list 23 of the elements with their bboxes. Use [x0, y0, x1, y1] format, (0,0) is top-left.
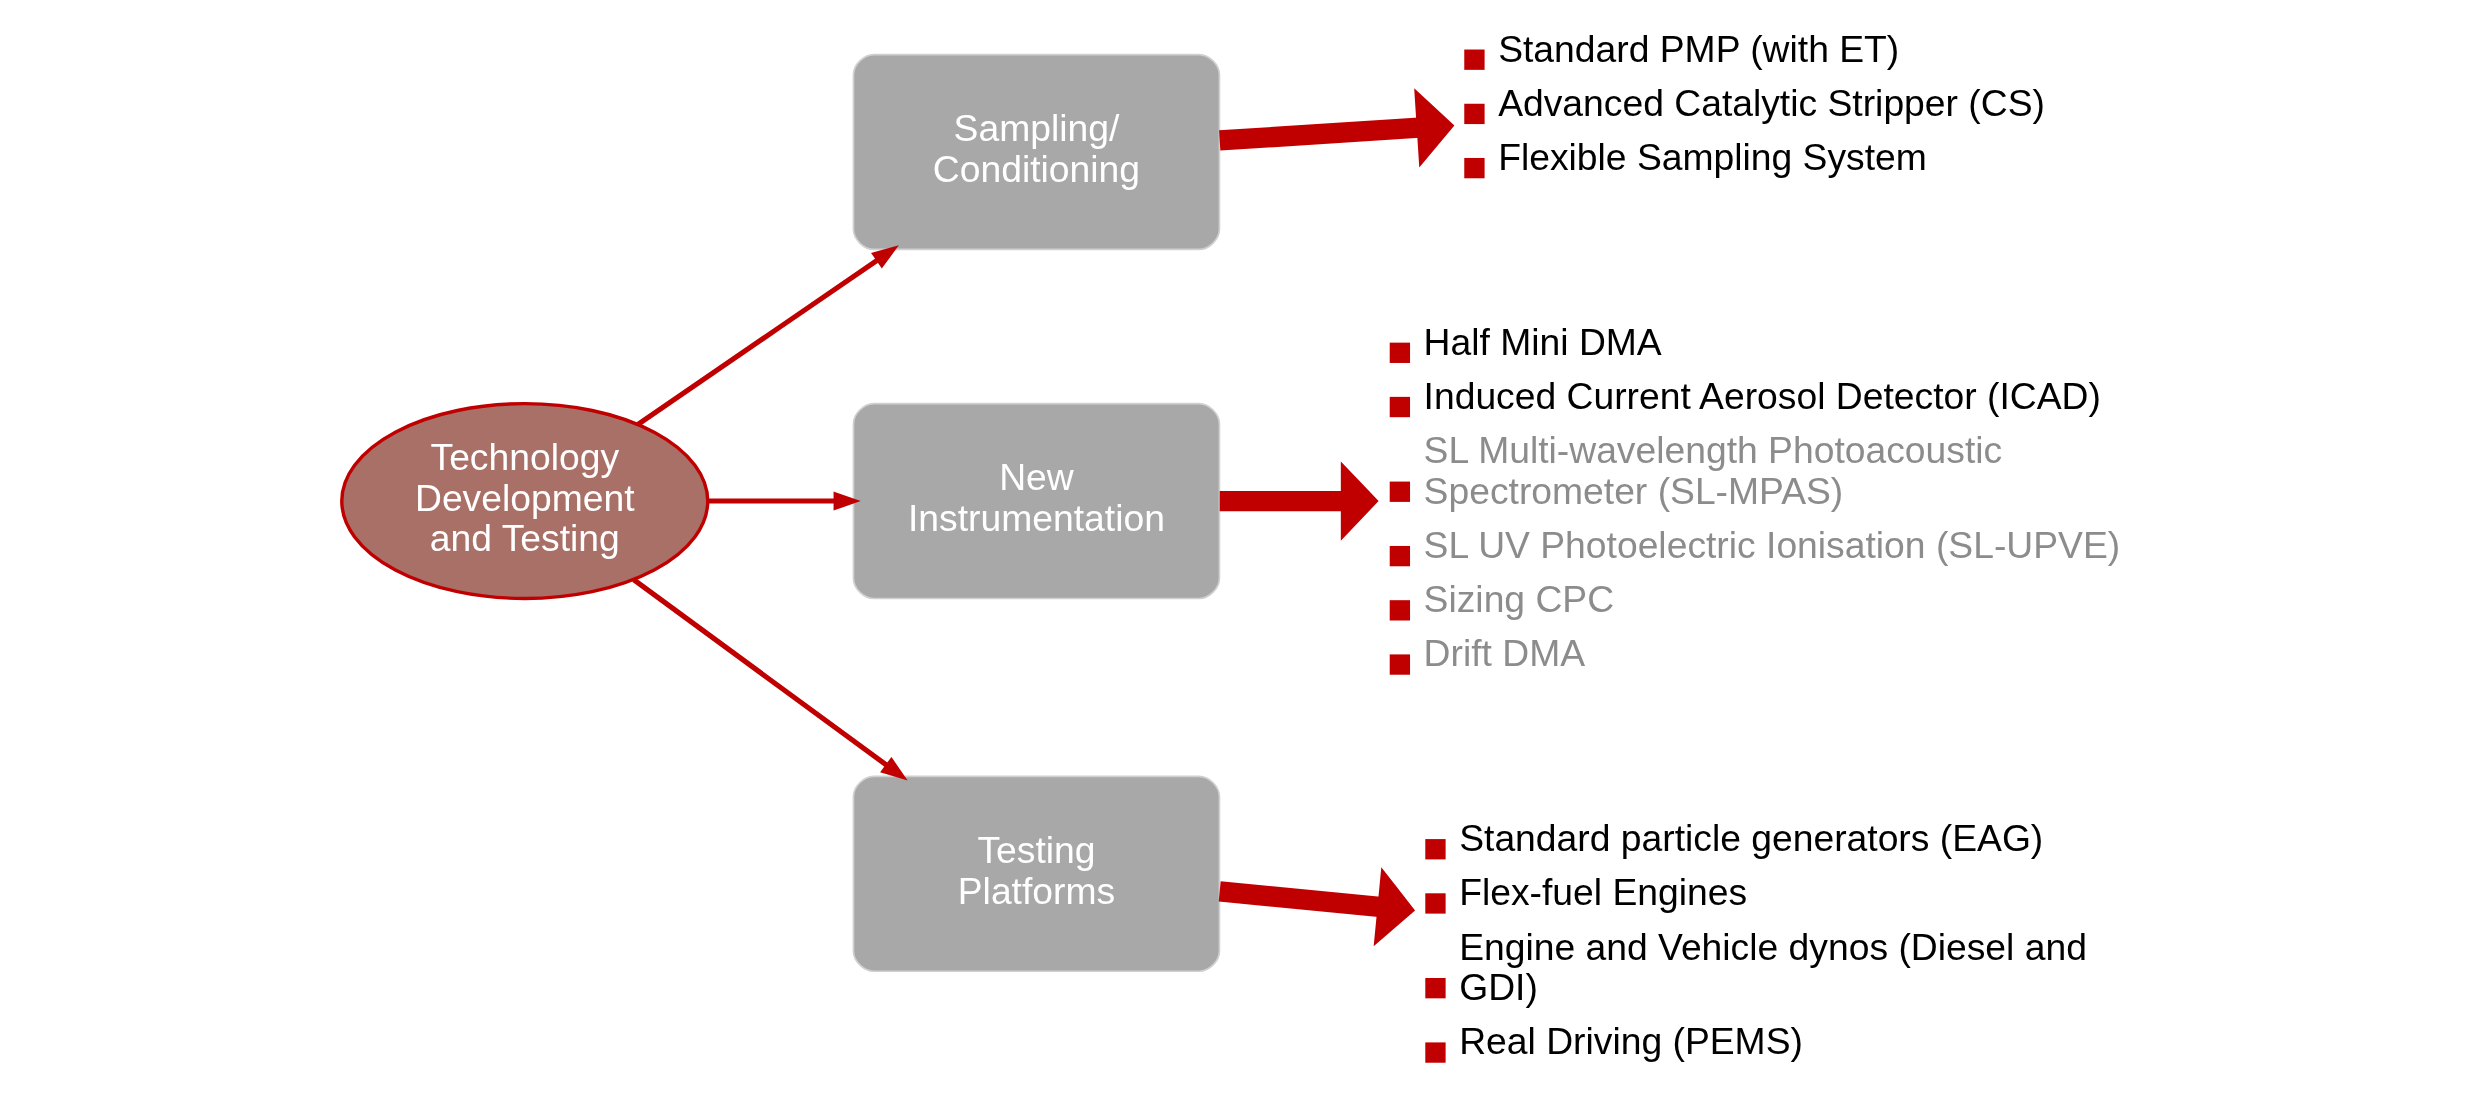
node-box: Sampling/ Conditioning [852, 53, 1221, 251]
node-box: New Instrumentation [852, 402, 1221, 600]
node-label: SL UV Photoelectric Ionisation (SL-UPVE) [1423, 523, 2121, 566]
node-label: Half Mini DMA [1423, 320, 1662, 363]
node-label: Real Driving (PEMS) [1459, 1020, 1803, 1063]
arrow [1219, 88, 1455, 168]
node-label: Flexible Sampling System [1498, 135, 1927, 178]
node-label: Sizing CPC [1423, 578, 1615, 621]
arrow [636, 245, 899, 427]
node-label: Drift DMA [1423, 632, 1586, 675]
node-label: Induced Current Aerosol Detector (ICAD) [1423, 374, 2101, 417]
node-label: Standard particle generators (EAG) [1459, 817, 2044, 860]
node-label: Advanced Catalytic Stripper (CS) [1498, 81, 2045, 124]
node-label: SL Multi-wavelength Photoacoustic Spectrometer (SL-MPAS) [1423, 429, 2003, 512]
arrow [1218, 867, 1416, 947]
arrow [707, 491, 861, 511]
node-label: Standard PMP (with ET) [1498, 27, 1900, 70]
arrow [1219, 461, 1379, 541]
node-ellipse: Technology Development and Testing [340, 401, 710, 601]
arrow [632, 577, 908, 781]
node-box: Testing Platforms [852, 775, 1221, 973]
node-label: Flex-fuel Engines [1459, 871, 1748, 914]
node-label: Engine and Vehicle dynos (Diesel and GDI) [1459, 925, 2087, 1009]
